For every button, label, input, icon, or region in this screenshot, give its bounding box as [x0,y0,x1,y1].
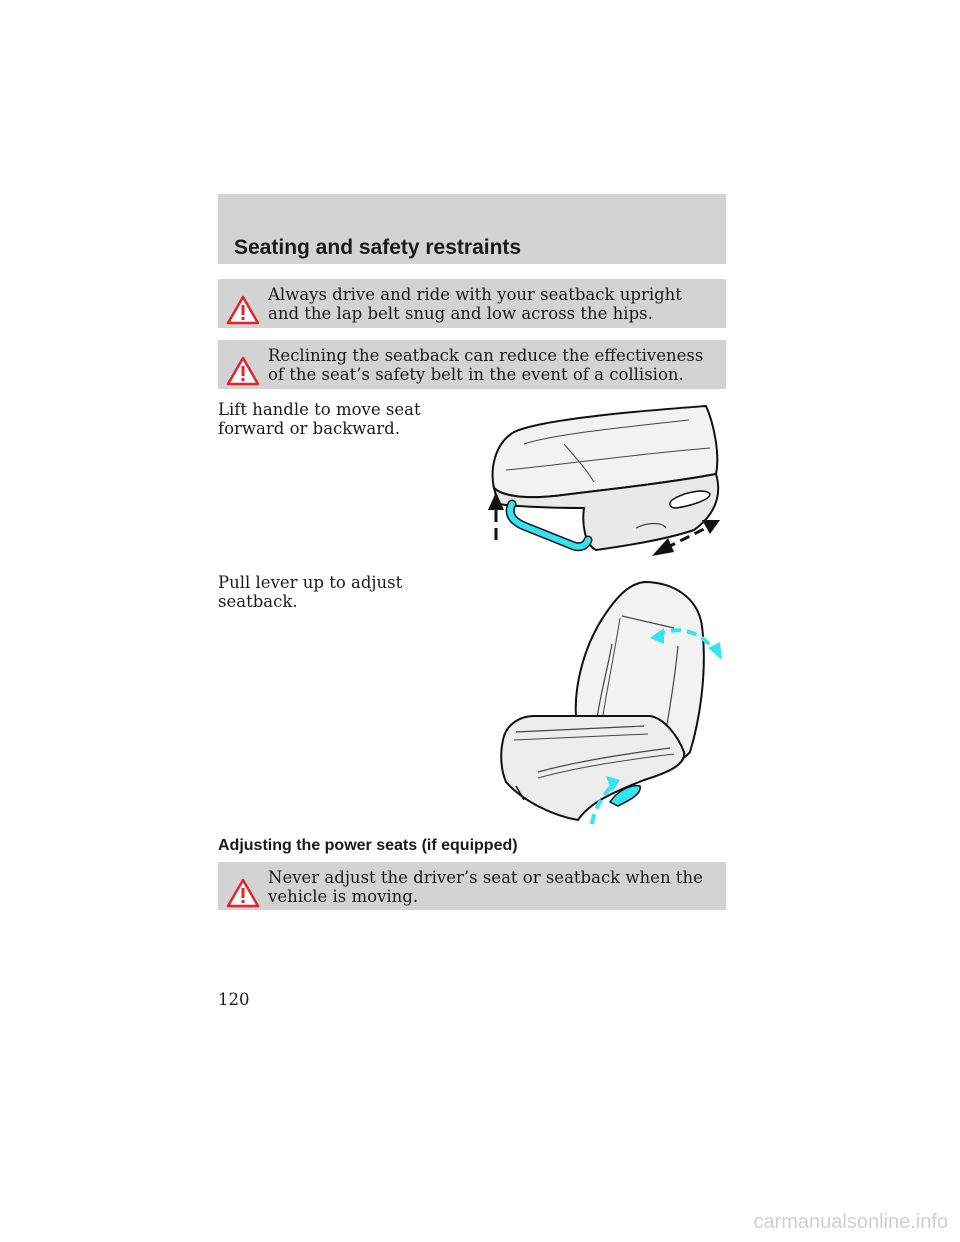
page-number: 120 [218,990,250,1009]
warning-text: Reclining the seatback can reduce the ef… [268,346,704,384]
power-seats-heading: Adjusting the power seats (if equipped) [218,837,518,854]
warning-box: Always drive and ride with your seatback… [218,279,726,328]
warning-text: Never adjust the driver’s seat or seatba… [268,868,703,906]
warning-box: Reclining the seatback can reduce the ef… [218,340,726,389]
seat-cushion-illustration [488,404,720,556]
warning-triangle-icon [226,295,260,325]
seatback-illustration [500,580,722,825]
warning-triangle-icon [226,878,260,908]
section-header-band: Seating and safety restraints [218,194,726,264]
seatback-instruction: Pull lever up to adjust seatback. [218,573,403,611]
warning-box: Never adjust the driver’s seat or seatba… [218,862,726,910]
section-title: Seating and safety restraints [234,236,522,259]
watermark: carmanualsonline.info [753,1211,948,1233]
warning-triangle-icon [226,356,260,386]
seat-track-instruction: Lift handle to move seat forward or back… [218,400,421,438]
warning-text: Always drive and ride with your seatback… [268,285,682,323]
